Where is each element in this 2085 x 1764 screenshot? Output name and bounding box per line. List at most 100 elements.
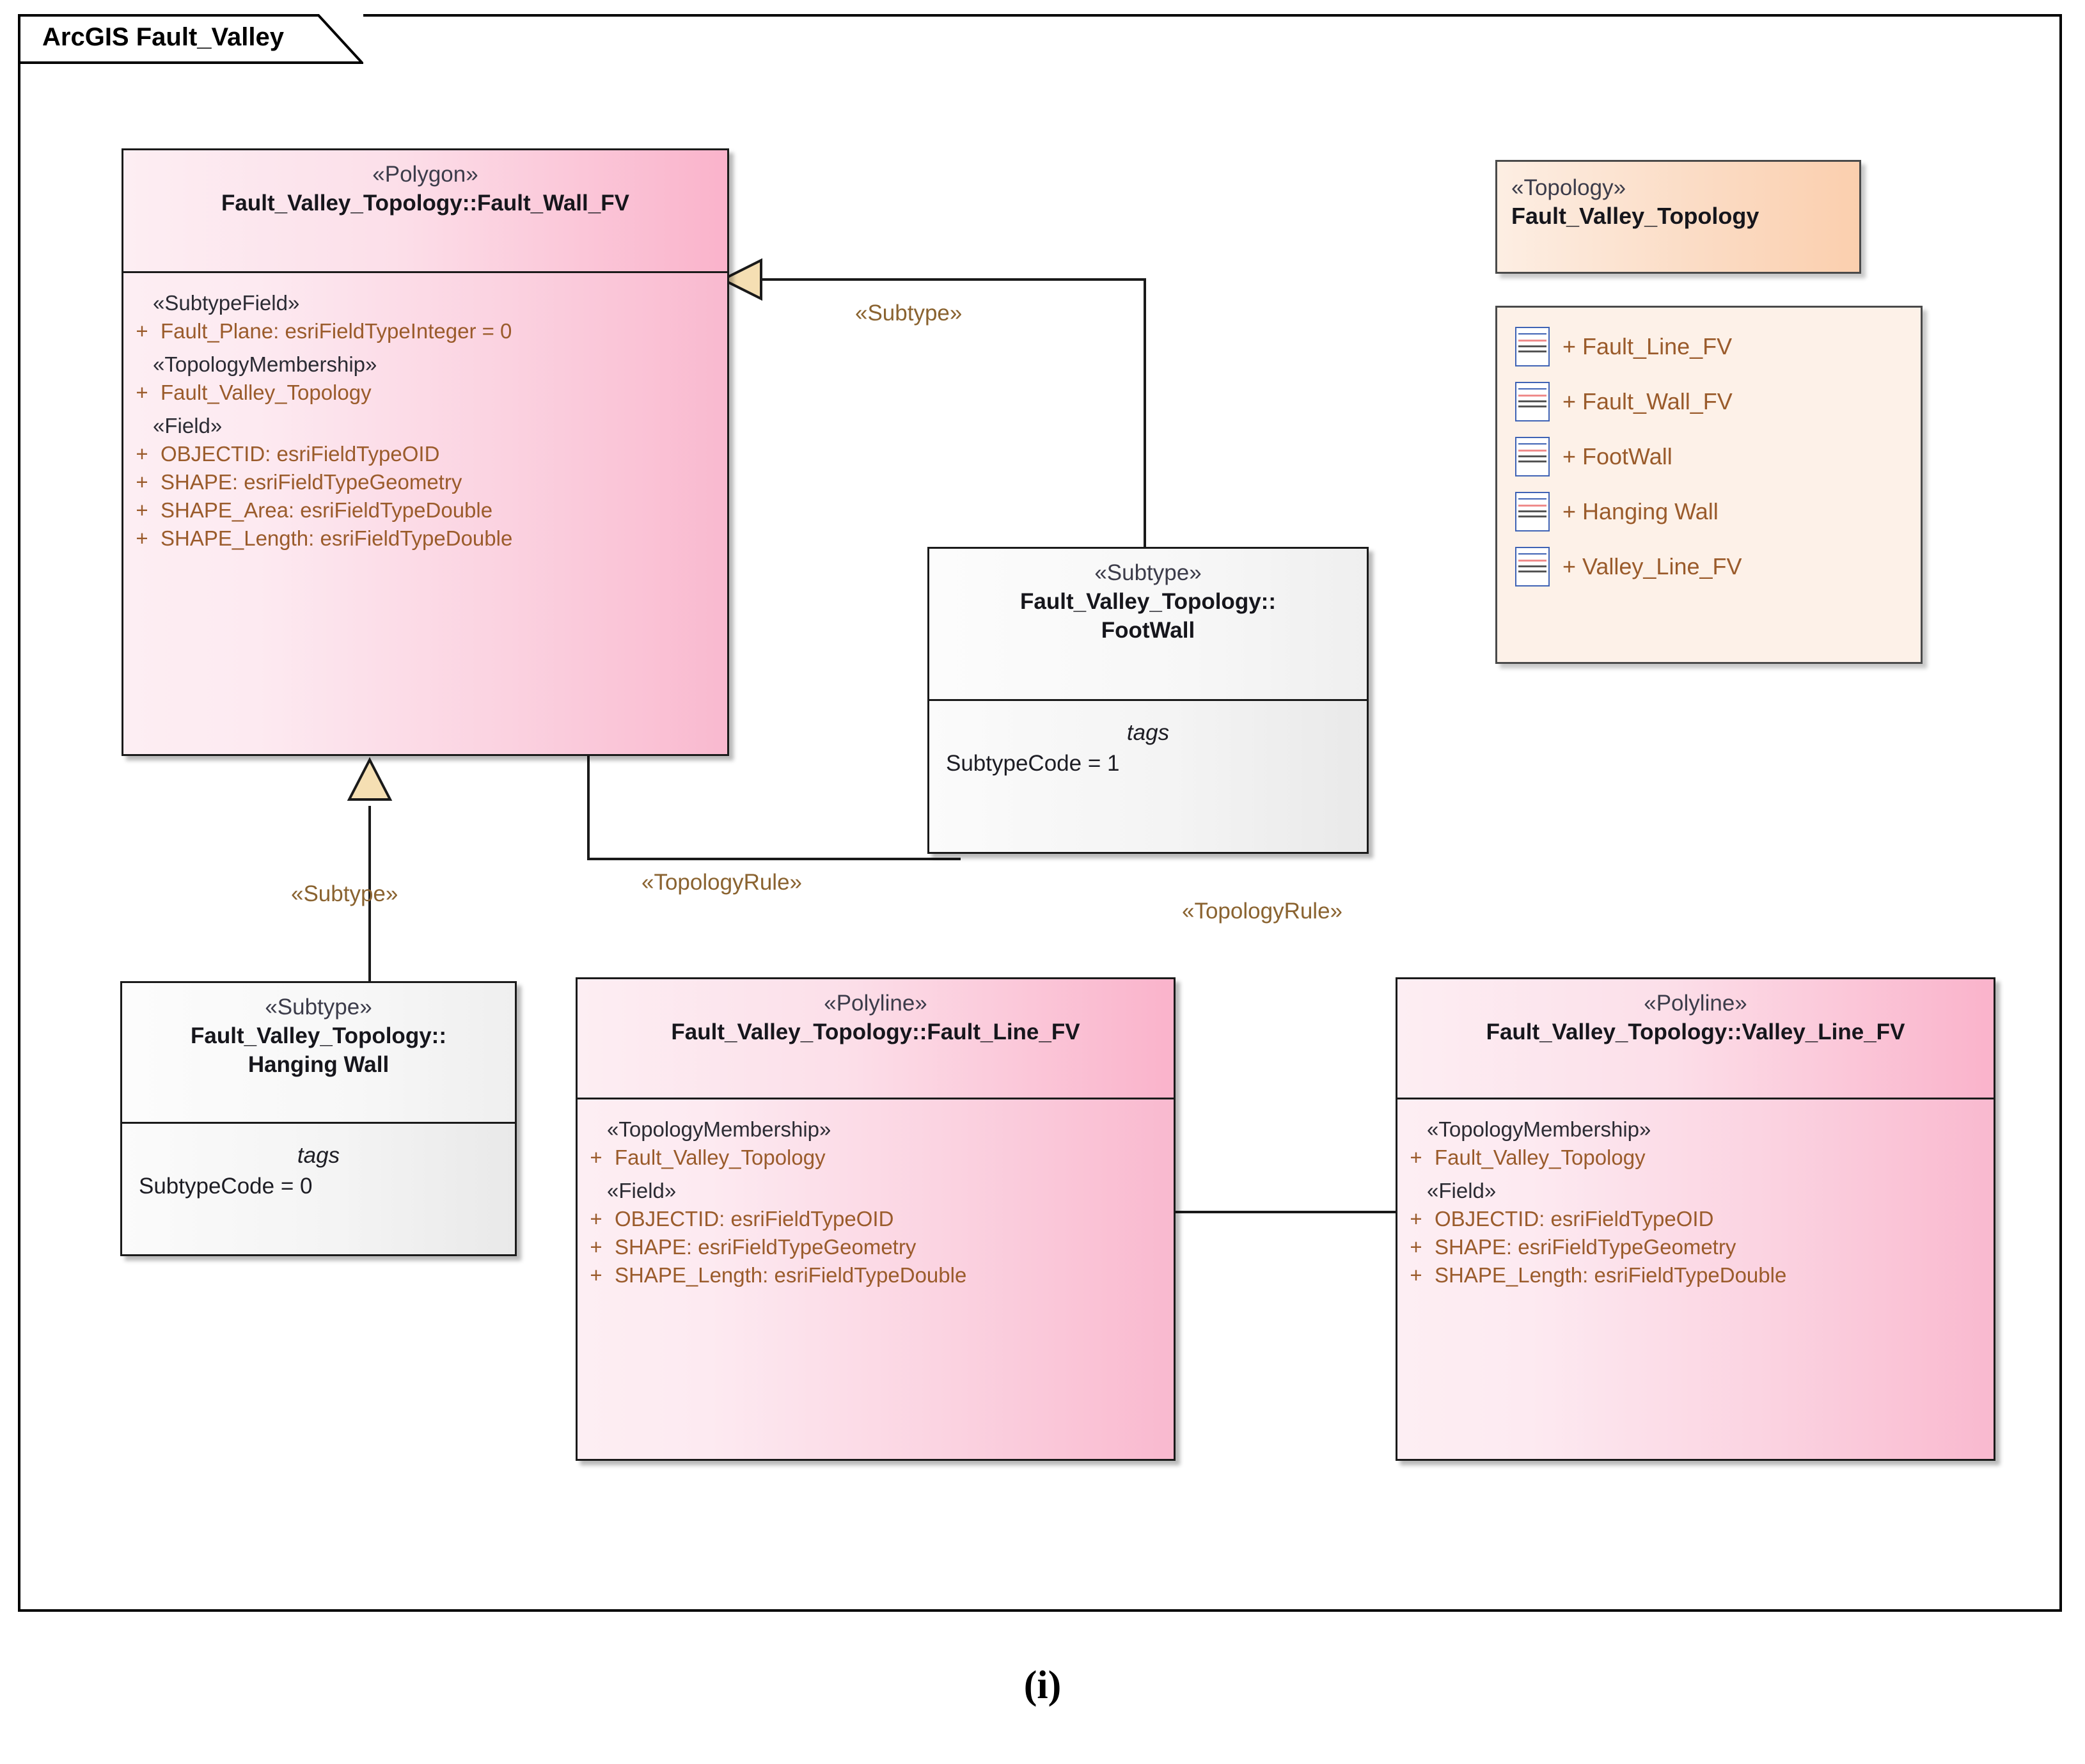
class-fault-wall-fv[interactable]: «Polygon» Fault_Valley_Topology::Fault_W…: [122, 148, 729, 756]
topology-header[interactable]: «Topology» Fault_Valley_Topology: [1495, 160, 1861, 274]
visibility-marker: +: [590, 1207, 602, 1231]
attribute-text: Fault_Valley_Topology: [161, 381, 372, 404]
tag-value: SubtypeCode = 0: [139, 1174, 313, 1199]
tags-section-title: tags: [1126, 720, 1170, 745]
class-body-fault-wall-fv: «SubtypeField» + Fault_Plane: esriFieldT…: [123, 273, 727, 561]
package-title-tab[interactable]: ArcGIS Fault_Valley: [18, 14, 363, 64]
attribute-text: SHAPE_Length: esriFieldTypeDouble: [161, 526, 513, 550]
group-label-field: «Field»: [607, 1179, 677, 1202]
attribute-row[interactable]: + OBJECTID: esriFieldTypeOID: [1397, 1207, 1994, 1231]
attribute-row[interactable]: + Fault_Plane: esriFieldTypeInteger = 0: [123, 319, 727, 343]
stereotype-label: «Polyline»: [1644, 991, 1747, 1016]
attribute-text: SHAPE_Length: esriFieldTypeDouble: [615, 1263, 967, 1287]
stereotype-label: «Subtype»: [265, 995, 372, 1020]
tag-value: SubtypeCode = 1: [946, 751, 1120, 776]
connector-label-topologyrule-left: «TopologyRule»: [641, 870, 803, 895]
package-tab-outline-icon: [19, 14, 363, 64]
attribute-text: SHAPE: esriFieldTypeGeometry: [161, 470, 462, 494]
attribute-text: SHAPE_Length: esriFieldTypeDouble: [1435, 1263, 1787, 1287]
class-body-valley-line-fv: «TopologyMembership» + Fault_Valley_Topo…: [1397, 1099, 1994, 1298]
attribute-text: Fault_Valley_Topology: [1435, 1146, 1646, 1169]
table-icon: [1515, 492, 1550, 532]
attribute-text: SHAPE: esriFieldTypeGeometry: [1435, 1235, 1736, 1259]
visibility-marker: +: [136, 526, 148, 550]
stereotype-label: «Polyline»: [824, 991, 927, 1016]
attribute-row[interactable]: + SHAPE: esriFieldTypeGeometry: [123, 470, 727, 494]
class-header-footwall: «Subtype» Fault_Valley_Topology:: FootWa…: [929, 549, 1367, 701]
topology-member-label: + Hanging Wall: [1562, 498, 1719, 524]
class-header-valley-line-fv: «Polyline» Fault_Valley_Topology::Valley…: [1397, 979, 1994, 1099]
class-name-label: Fault_Valley_Topology::Fault_Line_FV: [671, 1019, 1080, 1044]
topology-member-label: + Fault_Line_FV: [1562, 333, 1733, 359]
class-name-label-line1: Fault_Valley_Topology::: [191, 1023, 446, 1048]
group-label-field: «Field»: [153, 414, 223, 437]
topology-member-label: + Fault_Wall_FV: [1562, 388, 1733, 414]
topology-member-fault-line-fv[interactable]: + Fault_Line_FV: [1497, 319, 1921, 374]
topology-member-valley-line-fv[interactable]: + Valley_Line_FV: [1497, 539, 1921, 594]
visibility-marker: +: [590, 1146, 602, 1169]
class-fault-line-fv[interactable]: «Polyline» Fault_Valley_Topology::Fault_…: [576, 977, 1176, 1461]
attribute-row[interactable]: + Fault_Valley_Topology: [578, 1146, 1174, 1170]
group-label-topologymembership: «TopologyMembership»: [607, 1117, 831, 1141]
class-body-footwall: tags SubtypeCode = 1: [929, 701, 1367, 783]
class-body-hanging-wall: tags SubtypeCode = 0: [122, 1124, 515, 1206]
attribute-row[interactable]: + SHAPE_Length: esriFieldTypeDouble: [123, 526, 727, 551]
class-hanging-wall[interactable]: «Subtype» Fault_Valley_Topology:: Hangin…: [120, 981, 517, 1256]
topology-member-fault-wall-fv[interactable]: + Fault_Wall_FV: [1497, 374, 1921, 429]
class-header-fault-wall-fv: «Polygon» Fault_Valley_Topology::Fault_W…: [123, 150, 727, 273]
table-icon: [1515, 327, 1550, 366]
package-tab-shape: [18, 14, 363, 64]
group-label-field: «Field»: [1427, 1179, 1497, 1202]
attribute-row[interactable]: + SHAPE: esriFieldTypeGeometry: [1397, 1235, 1994, 1259]
attribute-text: Fault_Valley_Topology: [615, 1146, 826, 1169]
class-body-fault-line-fv: «TopologyMembership» + Fault_Valley_Topo…: [578, 1099, 1174, 1298]
class-header-fault-line-fv: «Polyline» Fault_Valley_Topology::Fault_…: [578, 979, 1174, 1099]
group-label-topologymembership: «TopologyMembership»: [153, 352, 377, 376]
class-header-hanging-wall: «Subtype» Fault_Valley_Topology:: Hangin…: [122, 983, 515, 1124]
stereotype-label: «Polygon»: [372, 162, 478, 187]
attribute-row[interactable]: + SHAPE_Area: esriFieldTypeDouble: [123, 498, 727, 523]
visibility-marker: +: [1410, 1235, 1422, 1259]
topology-member-footwall[interactable]: + FootWall: [1497, 429, 1921, 484]
attribute-text: SHAPE: esriFieldTypeGeometry: [615, 1235, 917, 1259]
class-name-label: Fault_Valley_Topology::Valley_Line_FV: [1486, 1019, 1905, 1044]
table-icon: [1515, 382, 1550, 421]
attribute-row[interactable]: + OBJECTID: esriFieldTypeOID: [578, 1207, 1174, 1231]
visibility-marker: +: [1410, 1146, 1422, 1169]
stereotype-label: «Subtype»: [1094, 560, 1202, 585]
figure-caption: (i): [1023, 1664, 1062, 1707]
topology-member-label: + Valley_Line_FV: [1562, 553, 1742, 579]
attribute-text: OBJECTID: esriFieldTypeOID: [615, 1207, 894, 1231]
visibility-marker: +: [136, 498, 148, 522]
attribute-row[interactable]: + OBJECTID: esriFieldTypeOID: [123, 442, 727, 466]
topology-member-hanging-wall[interactable]: + Hanging Wall: [1497, 484, 1921, 539]
topology-name-label: Fault_Valley_Topology: [1511, 203, 1759, 229]
attribute-text: OBJECTID: esriFieldTypeOID: [1435, 1207, 1714, 1231]
tags-section-title: tags: [297, 1143, 340, 1168]
visibility-marker: +: [136, 319, 148, 343]
attribute-row[interactable]: + SHAPE_Length: esriFieldTypeDouble: [1397, 1263, 1994, 1288]
visibility-marker: +: [1410, 1263, 1422, 1287]
group-label-subtypefield: «SubtypeField»: [153, 291, 300, 315]
visibility-marker: +: [590, 1263, 602, 1287]
topology-member-label: + FootWall: [1562, 443, 1672, 469]
table-icon: [1515, 437, 1550, 476]
attribute-row[interactable]: + Fault_Valley_Topology: [1397, 1146, 1994, 1170]
attribute-text: Fault_Plane: esriFieldTypeInteger = 0: [161, 319, 512, 343]
stereotype-label: «Topology»: [1511, 175, 1626, 200]
connector-label-subtype-hangingwall: «Subtype»: [291, 881, 398, 906]
visibility-marker: +: [1410, 1207, 1422, 1231]
attribute-row[interactable]: + SHAPE: esriFieldTypeGeometry: [578, 1235, 1174, 1259]
attribute-text: SHAPE_Area: esriFieldTypeDouble: [161, 498, 493, 522]
visibility-marker: +: [136, 381, 148, 404]
class-footwall[interactable]: «Subtype» Fault_Valley_Topology:: FootWa…: [927, 547, 1369, 854]
visibility-marker: +: [590, 1235, 602, 1259]
attribute-row[interactable]: + Fault_Valley_Topology: [123, 381, 727, 405]
class-valley-line-fv[interactable]: «Polyline» Fault_Valley_Topology::Valley…: [1396, 977, 1995, 1461]
topology-member-list: + Fault_Line_FV + Fault_Wall_FV + FootWa…: [1495, 306, 1923, 664]
group-label-topologymembership: «TopologyMembership»: [1427, 1117, 1651, 1141]
attribute-row[interactable]: + SHAPE_Length: esriFieldTypeDouble: [578, 1263, 1174, 1288]
connector-label-subtype-footwall: «Subtype»: [855, 301, 963, 326]
class-name-label-line2: FootWall: [1101, 618, 1195, 643]
class-name-label-line2: Hanging Wall: [248, 1052, 389, 1078]
